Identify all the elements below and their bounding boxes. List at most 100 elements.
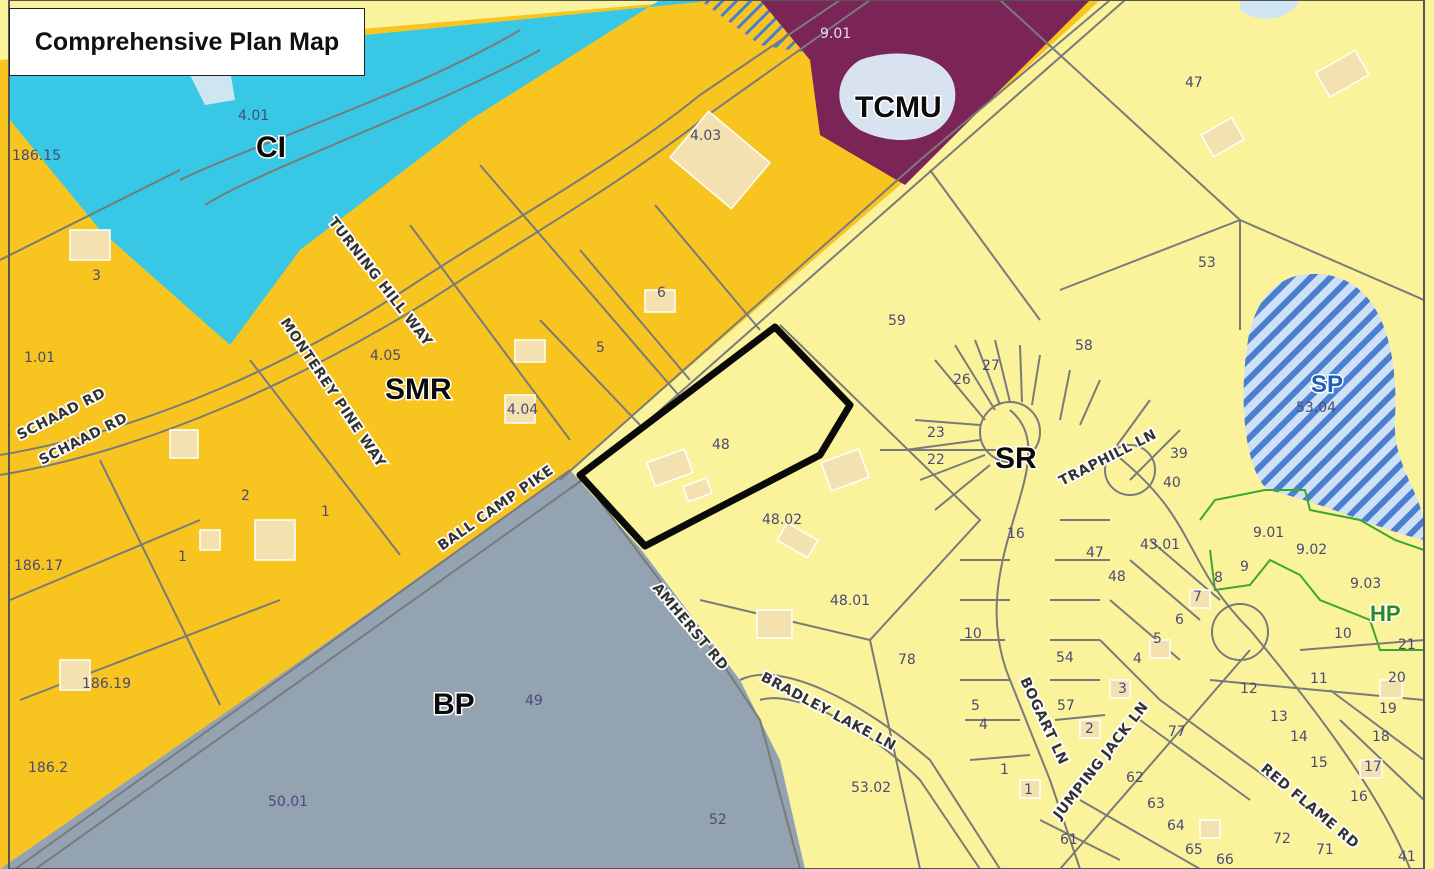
parcel-label: 4.05 — [370, 348, 401, 364]
parcel-label: 8 — [1214, 570, 1223, 586]
pond-ci — [190, 70, 235, 105]
parcel-label: 2 — [1085, 721, 1094, 737]
parcel-label: 20 — [1388, 670, 1406, 686]
parcel-label: 1.01 — [24, 350, 55, 366]
parcel-label: 186.2 — [28, 760, 68, 776]
parcel-label: 26 — [953, 372, 971, 388]
bp-zone-area — [0, 470, 805, 869]
parcel-label: 3 — [1118, 681, 1127, 697]
parcel-label: 49 — [525, 693, 543, 709]
parcel-label: 1 — [178, 549, 187, 565]
parcel-label: 53.04 — [1296, 400, 1336, 416]
zone-label-smr: SMR — [385, 373, 452, 406]
parcel-label: 53 — [1198, 255, 1216, 271]
parcel-label: 17 — [1364, 759, 1382, 775]
map-title: Comprehensive Plan Map — [9, 8, 365, 76]
parcel-label: 48 — [1108, 569, 1126, 585]
parcel-label: 27 — [982, 358, 1000, 374]
parcel-label: 4 — [979, 717, 988, 733]
parcel-label: 54 — [1056, 650, 1074, 666]
parcel-label: 186.17 — [14, 558, 63, 574]
parcel-label: 186.19 — [82, 676, 131, 692]
parcel-label: 9.01 — [1253, 525, 1284, 541]
parcel-label: 4.04 — [507, 402, 538, 418]
parcel-label: 2 — [241, 488, 250, 504]
parcel-label: 9.02 — [1296, 542, 1327, 558]
parcel-label: 13 — [1270, 709, 1288, 725]
parcel-label: 186.15 — [12, 148, 61, 164]
parcel-label: 9 — [1240, 559, 1249, 575]
parcel-label: 77 — [1168, 724, 1186, 740]
parcel-label: 5 — [1153, 631, 1162, 647]
parcel-label: 22 — [927, 452, 945, 468]
parcel-label: 72 — [1273, 831, 1291, 847]
parcel-label: 78 — [898, 652, 916, 668]
parcel-label: 3 — [92, 268, 101, 284]
parcel-label: 1 — [1000, 762, 1009, 778]
parcel-label: 11 — [1310, 671, 1328, 687]
subject-property-outline — [576, 323, 854, 550]
parcel-label: 16 — [1007, 526, 1025, 542]
parcel-label: 7 — [920, 68, 929, 84]
sp-zone-area — [1243, 273, 1425, 540]
map-frame — [8, 0, 1425, 869]
parcel-label: 57 — [1057, 698, 1075, 714]
parcel-label: 1 — [1024, 782, 1033, 798]
ci-zone-area — [10, 0, 720, 345]
parcel-label: 10 — [1334, 626, 1352, 642]
parcel-number-labels: 9.01 7 47 4.01 186.15 4.03 3 53 6 59 1.0… — [12, 26, 1416, 868]
parcel-label: 59 — [888, 313, 906, 329]
parcel-label: 47 — [1086, 545, 1104, 561]
zone-labels: CI SMR TCMU SR BP SP HP — [255, 90, 1403, 723]
parcel-label: 65 — [1185, 842, 1203, 858]
parcel-label: 48.01 — [830, 593, 870, 609]
parcel-label: 6 — [657, 285, 666, 301]
parcel-label: 14 — [1290, 729, 1308, 745]
parcel-label: 71 — [1316, 842, 1334, 858]
parcel-label: 9.01 — [820, 26, 851, 42]
parcel-label: 61 — [1060, 832, 1078, 848]
parcel-label: 4.01 — [238, 108, 269, 124]
parcel-label: 10 — [964, 626, 982, 642]
parcel-label: 52 — [709, 812, 727, 828]
parcel-label: 48 — [712, 437, 730, 453]
parcel-label: 7 — [1193, 589, 1202, 605]
zone-label-sp: SP — [1311, 371, 1343, 398]
parcel-label: 19 — [1379, 701, 1397, 717]
parcel-label: 12 — [1240, 681, 1258, 697]
parcel-label: 5 — [596, 340, 605, 356]
parcel-label: 5 — [971, 698, 980, 714]
parcel-label: 58 — [1075, 338, 1093, 354]
zone-label-tcmu: TCMU — [855, 91, 942, 124]
parcel-label: 4.03 — [690, 128, 721, 144]
parcel-label: 41 — [1398, 849, 1416, 865]
parcel-label: 47 — [1185, 75, 1203, 91]
zone-label-ci: CI — [256, 131, 286, 164]
parcel-label: 9.03 — [1350, 576, 1381, 592]
zone-label-hp: HP — [1370, 601, 1401, 626]
parcel-label: 43.01 — [1140, 537, 1180, 553]
zone-label-bp: BP — [433, 688, 475, 721]
pond-tcmu — [839, 53, 956, 140]
parcel-label: 23 — [927, 425, 945, 441]
parcel-label: 62 — [1126, 770, 1144, 786]
zone-label-sr: SR — [995, 442, 1037, 475]
parcel-label: 48.02 — [762, 512, 802, 528]
parcel-label: 6 — [1175, 612, 1184, 628]
parcel-label: 15 — [1310, 755, 1328, 771]
parcel-label: 18 — [1372, 729, 1390, 745]
parcel-label: 50.01 — [268, 794, 308, 810]
parcel-label: 1 — [321, 504, 330, 520]
parcel-label: 39 — [1170, 446, 1188, 462]
parcel-label: 63 — [1147, 796, 1165, 812]
parcel-label: 40 — [1163, 475, 1181, 491]
parcel-label: 21 — [1398, 637, 1416, 653]
pond-ne — [1240, 0, 1300, 19]
parcel-label: 16 — [1350, 789, 1368, 805]
parcel-label: 64 — [1167, 818, 1185, 834]
parcel-label: 4 — [1133, 651, 1142, 667]
parcel-label: 53.02 — [851, 780, 891, 796]
